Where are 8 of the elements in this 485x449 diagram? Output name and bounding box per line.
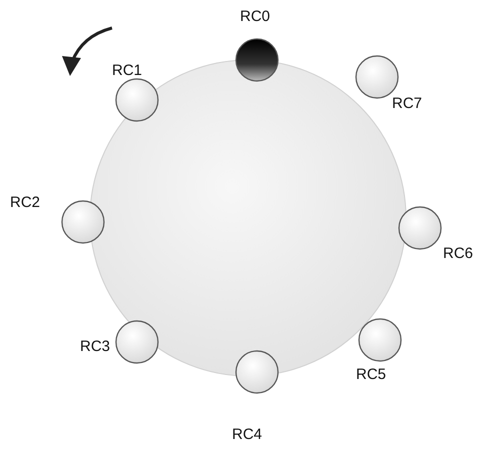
node-label: RC3 (80, 338, 110, 355)
node-label: RC5 (356, 366, 386, 383)
node-label: RC2 (10, 194, 40, 211)
node-label: RC4 (232, 426, 262, 443)
node-label: RC1 (112, 62, 142, 79)
node-label: RC6 (443, 245, 474, 262)
node-label: RC0 (240, 8, 270, 25)
node-label: RC7 (392, 95, 422, 112)
